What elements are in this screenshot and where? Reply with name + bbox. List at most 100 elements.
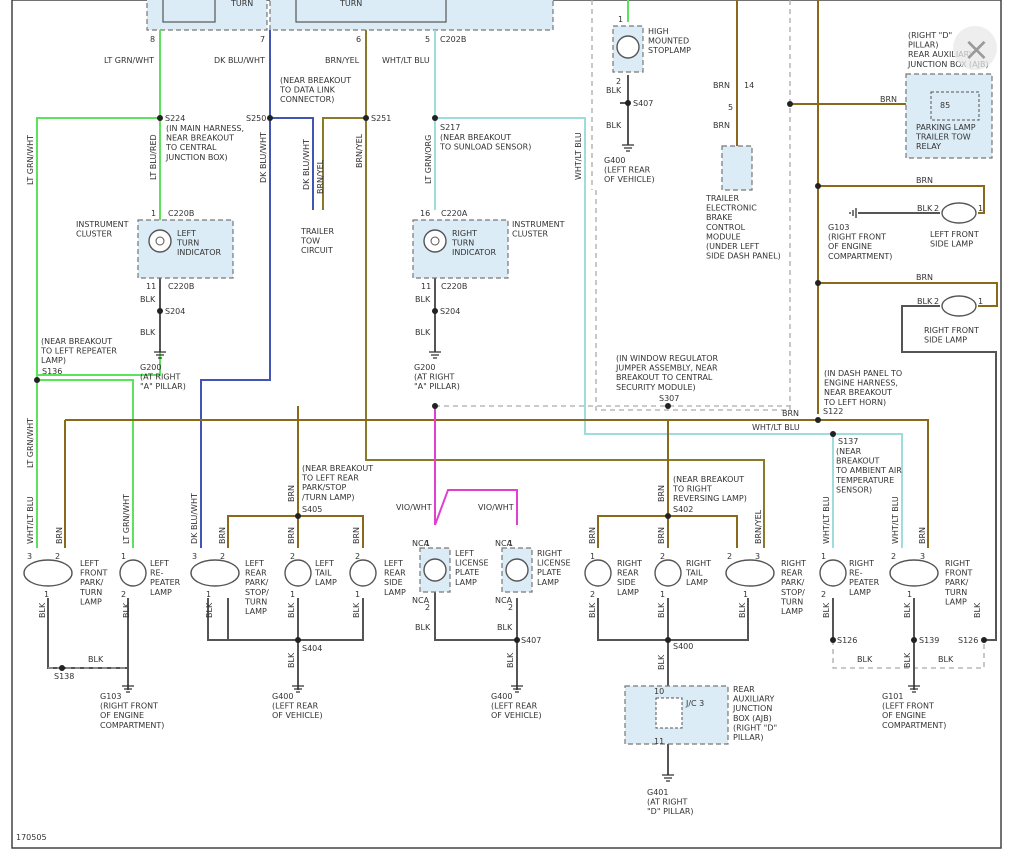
ground-g200-right: G200(AT RIGHT"A" PILLAR) [414,363,460,391]
left-front-side-lamp-icon [941,202,977,224]
svg-text:BRN/YEL: BRN/YEL [754,509,763,544]
svg-text:11: 11 [421,282,431,291]
wire-brn-brake: BRN [713,81,730,90]
wire-nca-4: NCA [495,596,513,605]
rear-ajb-top [905,73,993,159]
svg-text:1: 1 [907,590,912,599]
svg-text:6: 6 [356,35,361,44]
svg-text:BLK: BLK [38,602,47,618]
svg-text:2: 2 [290,552,295,561]
svg-text:WHT/LT BLU: WHT/LT BLU [574,132,583,180]
svg-text:3: 3 [192,552,197,561]
wire-blk-g138: BLK [88,655,104,664]
svg-text:S139: S139 [919,636,939,645]
rotated-wire-labels: LT GRN/WHT LT BLU/RED DK BLU/WHT DK BLU/… [26,132,982,670]
svg-text:S407: S407 [521,636,541,645]
svg-text:10: 10 [654,687,664,696]
svg-text:16: 16 [420,209,430,218]
wire-nca-2: NCA [412,596,430,605]
svg-text:LT GRN/ORG: LT GRN/ORG [424,135,433,184]
svg-text:1: 1 [206,590,211,599]
wire-brn-relay: BRN [880,95,897,104]
svg-text:LT GRN/WHT: LT GRN/WHT [26,418,35,468]
wire-brn-brake-2: BRN [713,121,730,130]
wire-blk-rfside: BLK [917,297,933,306]
top-module-right [269,0,554,31]
left-front-park-turn-lamp-icon [23,559,73,587]
svg-text:S137: S137 [838,437,858,446]
wire-brn-lfside: BRN [916,176,933,185]
svg-text:1: 1 [660,590,665,599]
svg-text:2: 2 [660,552,665,561]
svg-text:85: 85 [940,101,950,110]
svg-text:BLK: BLK [205,602,214,618]
svg-text:BLK: BLK [738,602,747,618]
svg-text:BLK: BLK [122,602,131,618]
svg-text:2: 2 [425,603,430,612]
wire-blk-right-cluster-2: BLK [415,328,431,337]
svg-text:BLK: BLK [506,652,515,668]
svg-text:S402: S402 [673,505,693,514]
svg-text:BLK: BLK [287,602,296,618]
svg-text:BLK: BLK [588,602,597,618]
wire-blk-stoplamp-2: BLK [606,121,622,130]
svg-text:BRN: BRN [352,527,361,544]
svg-text:S138: S138 [54,672,74,681]
svg-text:S204: S204 [165,307,185,316]
svg-text:LT GRN/WHT: LT GRN/WHT [26,135,35,185]
wire-brnyel-top: BRN/YEL [325,56,360,65]
svg-text:2: 2 [220,552,225,561]
svg-text:2: 2 [891,552,896,561]
svg-text:BRN: BRN [657,527,666,544]
svg-text:BLK: BLK [657,654,666,670]
wire-whtltblu-main: WHT/LT BLU [752,423,800,432]
svg-text:1: 1 [978,204,983,213]
close-button[interactable]: × [953,26,997,70]
wire-blk-lic-left: BLK [415,623,431,632]
svg-text:2: 2 [590,590,595,599]
svg-text:2: 2 [934,204,939,213]
left-rear-side-lamp-icon [349,559,377,587]
diagram-id: 170505 [16,833,47,842]
svg-text:BLK: BLK [903,602,912,618]
svg-text:BRN/YEL: BRN/YEL [355,133,364,168]
wire-nca-3: NCA [495,539,513,548]
svg-text:1: 1 [590,552,595,561]
close-icon[interactable]: × [963,30,990,68]
left-rear-park-stop-turn-lamp-icon [190,559,240,587]
wire-blk-lic-right: BLK [497,623,513,632]
svg-text:1: 1 [355,590,360,599]
connector-c220b-left: C220B [168,209,194,218]
svg-text:BRN: BRN [287,485,296,502]
svg-text:1: 1 [425,539,430,548]
right-rear-side-lamp-icon [584,559,612,587]
svg-text:11: 11 [654,737,664,746]
svg-text:2: 2 [616,77,621,86]
right-front-park-turn-lamp-icon [889,559,939,587]
svg-text:S400: S400 [673,642,693,651]
svg-text:WHT/LT BLU: WHT/LT BLU [822,496,831,544]
svg-text:BLK: BLK [822,602,831,618]
ground-symbols [122,144,920,782]
svg-text:5: 5 [728,103,733,112]
